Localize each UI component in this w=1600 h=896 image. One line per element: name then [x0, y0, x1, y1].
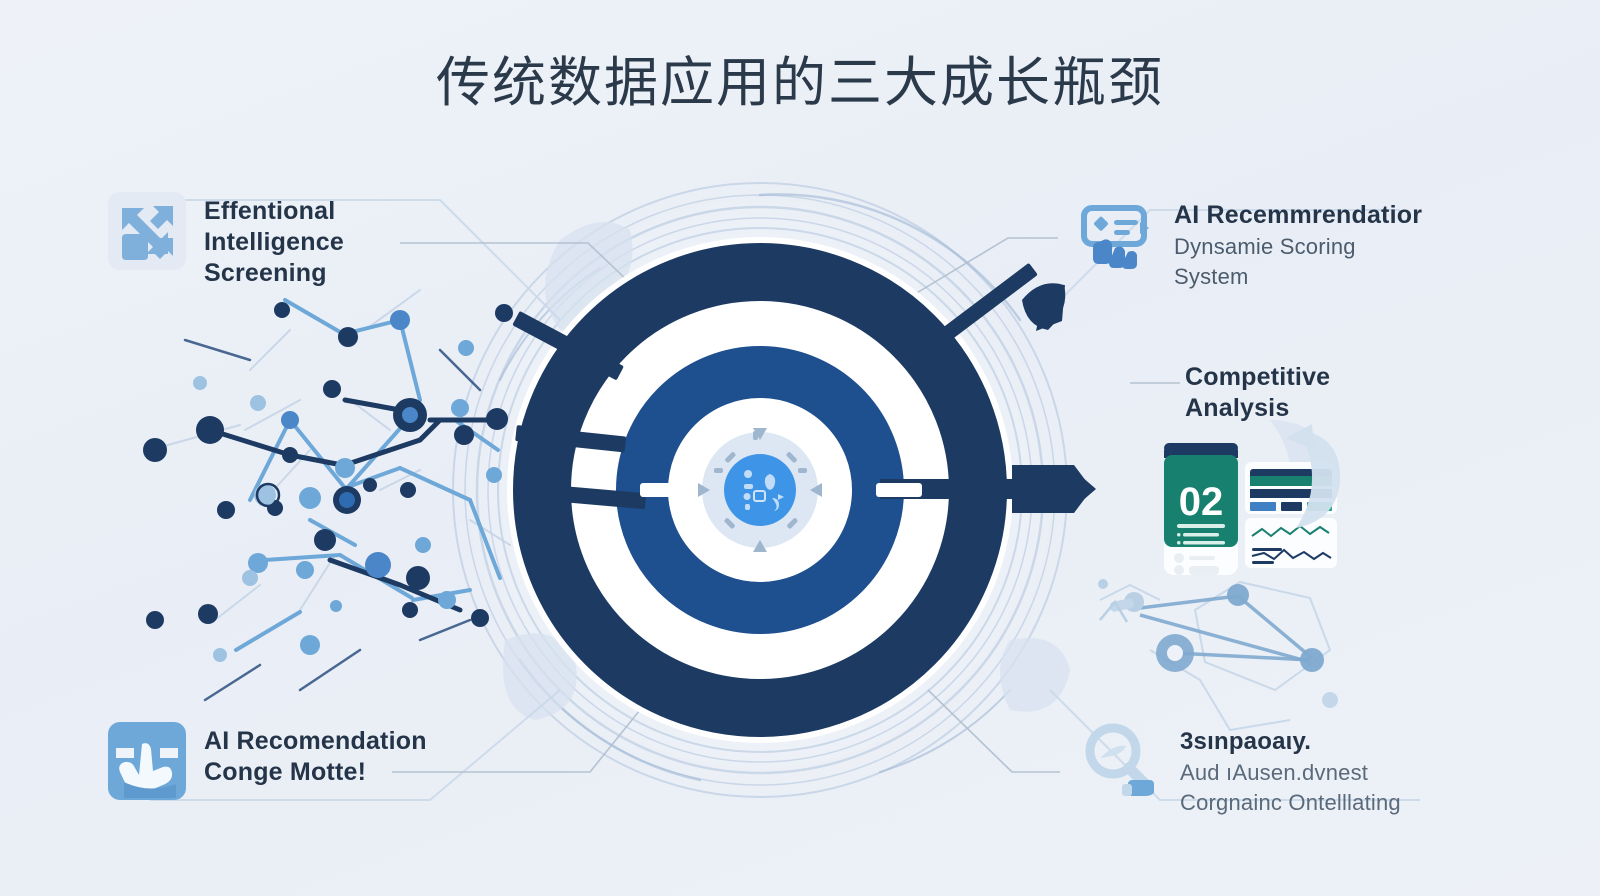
label-top-left-text: Effentional Intelligence Screening: [204, 192, 344, 289]
bullseye-tick-marks: [698, 428, 822, 552]
label-bottom-left[interactable]: AI Recomendation Conge Motte!: [108, 722, 427, 800]
expand-arrows-icon: [108, 192, 186, 270]
connector-bottom-left: [392, 699, 649, 773]
label-top-left[interactable]: Effentional Intelligence Screening: [108, 192, 344, 289]
label-bottom-right-text: 3sınpaoaιy. Aud ıAusen.dvnest Corgnainc …: [1180, 718, 1401, 818]
stat-number-card: 02: [1164, 443, 1238, 575]
network-node: [143, 302, 513, 662]
dashboard-line-chart-1: [1251, 524, 1330, 538]
label-top-left-title: Effentional Intelligence Screening: [204, 197, 344, 287]
dashboard-line-chart-2: [1251, 548, 1332, 561]
label-bottom-right-title: 3sınpaoaιy.: [1180, 728, 1312, 755]
swoosh-arrow-decor: [1296, 430, 1341, 528]
label-top-right[interactable]: AI Recemmrendatior Dynsamie Scoring Syst…: [1078, 196, 1474, 292]
label-middle-right-text: Competitive Analysis: [1185, 358, 1445, 424]
arrow-shafts-left: [512, 311, 647, 510]
label-middle-right[interactable]: Competitive Analysis: [1185, 358, 1445, 424]
page-title: 传统数据应用的三大成长瓶颈: [436, 51, 1164, 114]
magnifier-icon: [1080, 718, 1158, 796]
label-top-right-text: AI Recemmrendatior Dynsamie Scoring Syst…: [1174, 196, 1474, 292]
ring-notches: [640, 483, 922, 497]
swoosh-arrow-head: [1286, 424, 1314, 450]
label-bottom-right-subtitle: Aud ıAusen.dvnest Corgnainc Ontelllating: [1180, 760, 1401, 815]
label-bottom-left-title: AI Recomendation Conge Motte!: [204, 727, 427, 786]
bullseye-glyphs: [743, 470, 784, 511]
touch-hand-icon: [108, 722, 186, 800]
label-top-right-title: AI Recemmrendatior: [1174, 201, 1423, 229]
faint-outline-polys: [150, 199, 1420, 801]
connector-bottom-right: [927, 689, 1060, 773]
arrow-upper-right: [930, 263, 1066, 349]
connector-top-right: [904, 237, 1058, 301]
label-bottom-left-text: AI Recomendation Conge Motte!: [204, 722, 427, 788]
label-top-right-subtitle: Dynsamie Scoring System: [1174, 234, 1356, 289]
label-bottom-right[interactable]: 3sınpaoaιy. Aud ıAusen.dvnest Corgnainc …: [1080, 718, 1401, 818]
stat-number-value: 02: [1179, 480, 1224, 524]
arrow-center-right: [880, 465, 1096, 513]
review-card-hand-icon: [1078, 196, 1156, 274]
label-middle-right-title: Competitive Analysis: [1185, 363, 1331, 422]
